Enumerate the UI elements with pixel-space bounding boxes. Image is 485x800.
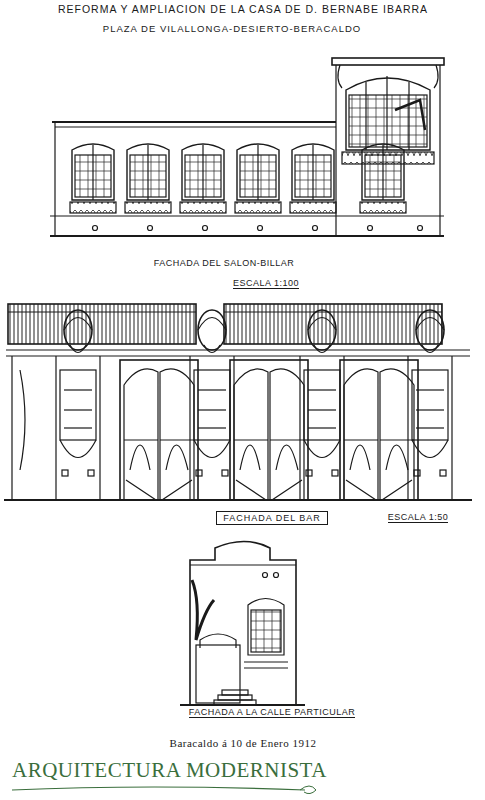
view-title: FACHADA DEL BAR: [216, 511, 328, 525]
date-note: Baracaldo á 10 de Enero 1912: [170, 737, 317, 750]
sheet-title: REFORMA Y AMPLIACION DE LA CASA DE D. BE…: [58, 3, 428, 15]
location-line: PLAZA DE VILALLONGA-DESIERTO-BERACALDO: [103, 24, 361, 35]
scale-note: ESCALA 1:50: [388, 512, 449, 523]
view-title: FACHADA DEL SALON-BILLAR: [154, 258, 295, 268]
view-title: FACHADA A LA CALLE PARTICULAR: [189, 707, 356, 718]
watermark: ARQUITECTURA MODERNISTA: [12, 758, 327, 782]
scale-note: ESCALA 1:100: [233, 278, 299, 289]
